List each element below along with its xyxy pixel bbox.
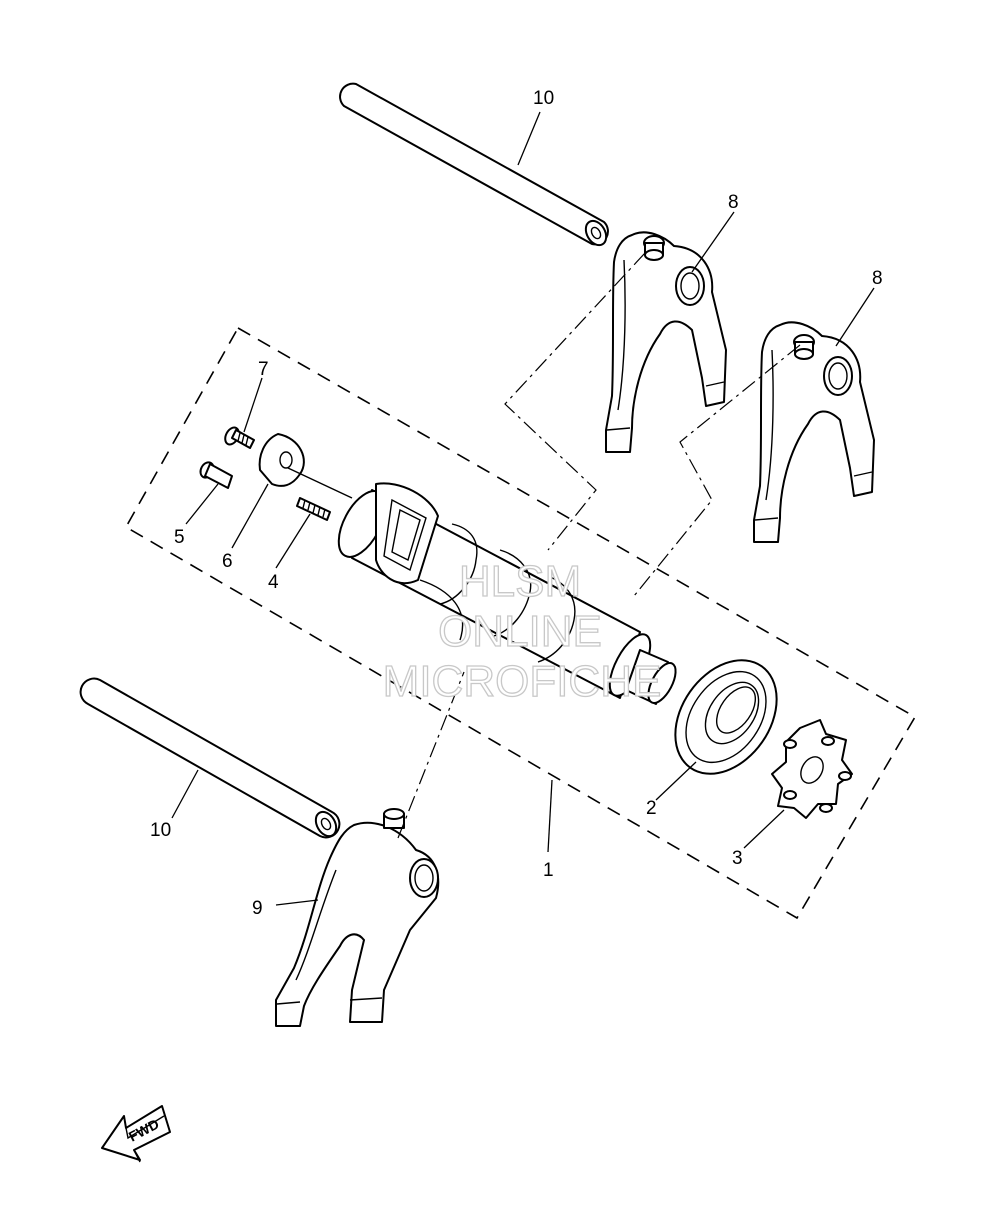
leader-8-upper	[691, 211, 735, 273]
leader-10-upper	[517, 111, 541, 166]
bolt[interactable]	[198, 460, 233, 489]
leader-4	[275, 513, 311, 569]
callout-2: 2	[646, 798, 657, 819]
callout-5: 5	[174, 527, 185, 548]
screw[interactable]	[222, 425, 255, 449]
dowel-pin[interactable]	[287, 467, 353, 521]
shift-fork-lower[interactable]	[275, 808, 440, 1027]
callout-10-lower: 10	[150, 820, 171, 841]
callout-8-right: 8	[872, 268, 883, 289]
callout-1: 1	[543, 860, 554, 881]
leader-10-lower	[171, 769, 199, 819]
fork-engagement-line-right	[633, 344, 801, 597]
callout-6: 6	[222, 551, 233, 572]
leader-3	[743, 809, 785, 849]
leader-6	[231, 483, 269, 549]
watermark-line-2: ONLINE	[438, 607, 602, 656]
fork-shaft-lower[interactable]	[79, 677, 341, 840]
leader-8-right	[835, 287, 875, 347]
shift-fork-right[interactable]	[753, 321, 875, 543]
shift-fork-upper[interactable]	[605, 231, 727, 453]
callout-7: 7	[258, 359, 269, 380]
callout-9: 9	[252, 898, 263, 919]
callout-3: 3	[732, 848, 743, 869]
leader-1	[547, 779, 553, 853]
forward-arrow-icon: FWD	[101, 1105, 171, 1163]
callout-8-upper: 8	[728, 192, 739, 213]
leader-5	[185, 483, 219, 525]
watermark-line-1: HLSM	[459, 557, 581, 606]
stopper-plate[interactable]	[258, 433, 305, 487]
leader-7	[243, 377, 263, 433]
fork-shaft-upper[interactable]	[339, 82, 610, 249]
leader-2	[655, 761, 697, 801]
fork-engagement-line-upper	[504, 252, 646, 551]
callout-4: 4	[268, 572, 279, 593]
assembly-boundary	[124, 326, 917, 920]
leader-9	[275, 899, 319, 906]
shift-drum-segment[interactable]	[771, 719, 853, 819]
watermark-line-3: MICROFICHE	[383, 657, 662, 706]
shift-drum[interactable]	[329, 482, 681, 707]
callout-10-upper: 10	[533, 88, 554, 109]
fork-engagement-line-lower	[397, 671, 465, 839]
